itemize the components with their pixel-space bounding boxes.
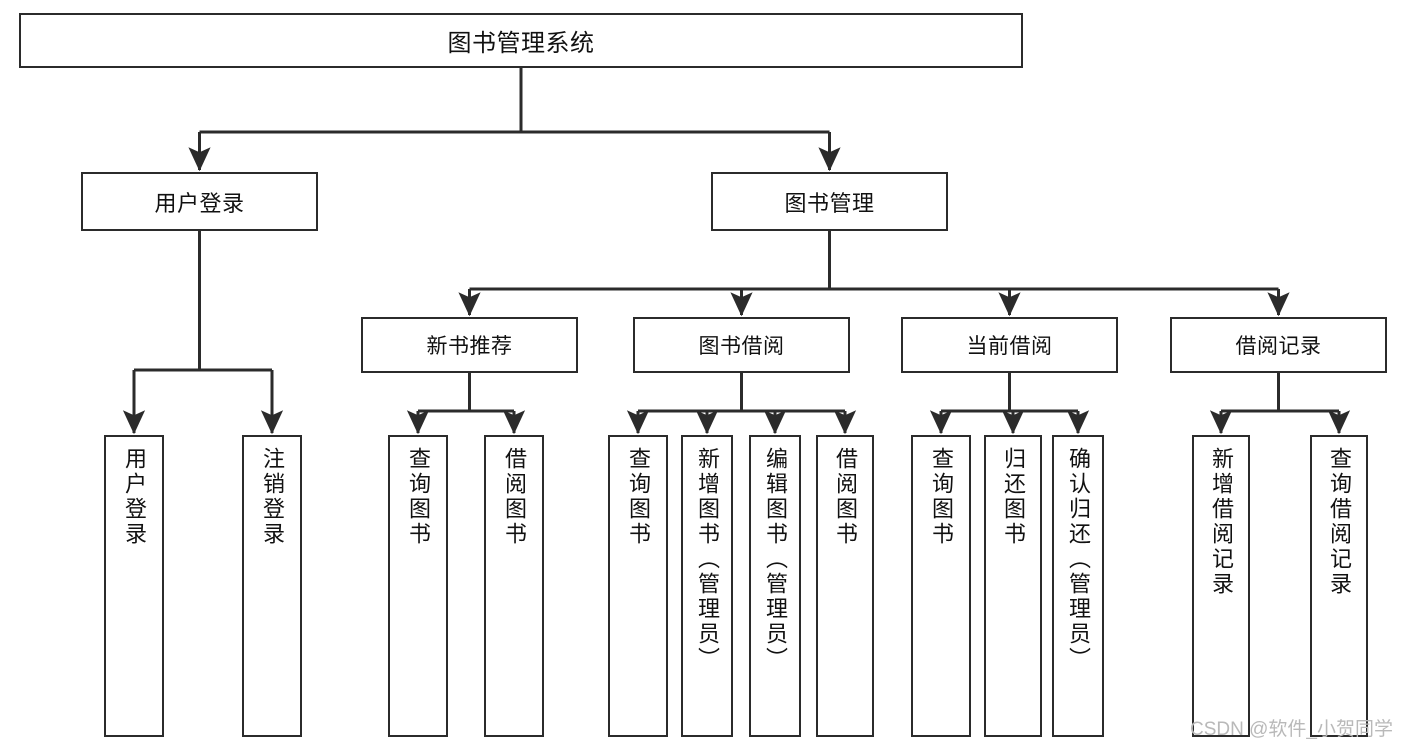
node-leaf-query-book-1[interactable]: 查询图书 xyxy=(388,435,448,737)
node-label: 新增图书（管理员） xyxy=(695,447,720,672)
node-label: 注销登录 xyxy=(260,447,285,547)
node-leaf-borrow-book-2[interactable]: 借阅图书 xyxy=(816,435,874,737)
node-leaf-confirm-return[interactable]: 确认归还（管理员） xyxy=(1052,435,1104,737)
node-current-borrow[interactable]: 当前借阅 xyxy=(901,317,1118,373)
node-label: 图书管理系统 xyxy=(447,30,595,57)
node-label: 查询图书 xyxy=(406,447,431,547)
node-book-borrow[interactable]: 图书借阅 xyxy=(633,317,850,373)
node-label: 图书管理 xyxy=(784,190,875,216)
node-leaf-add-record[interactable]: 新增借阅记录 xyxy=(1192,435,1250,737)
node-label: 查询图书 xyxy=(929,447,954,547)
node-borrow-record[interactable]: 借阅记录 xyxy=(1170,317,1387,373)
node-label: 图书借阅 xyxy=(698,335,785,358)
node-leaf-add-book[interactable]: 新增图书（管理员） xyxy=(681,435,733,737)
node-leaf-query-book-3[interactable]: 查询图书 xyxy=(911,435,971,737)
node-label: 借阅图书 xyxy=(502,447,527,547)
node-leaf-query-record[interactable]: 查询借阅记录 xyxy=(1310,435,1368,737)
node-root[interactable]: 图书管理系统 xyxy=(19,13,1023,68)
node-label: 新增借阅记录 xyxy=(1209,447,1234,597)
node-book-manage[interactable]: 图书管理 xyxy=(711,172,948,231)
node-label: 新书推荐 xyxy=(426,335,513,358)
edge-layer xyxy=(122,68,1351,435)
node-label: 借阅记录 xyxy=(1235,335,1322,358)
node-label: 用户登录 xyxy=(122,447,147,547)
node-leaf-borrow-book-1[interactable]: 借阅图书 xyxy=(484,435,544,737)
node-leaf-user-login[interactable]: 用户登录 xyxy=(104,435,164,737)
node-leaf-edit-book[interactable]: 编辑图书（管理员） xyxy=(749,435,801,737)
node-label: 当前借阅 xyxy=(966,335,1053,358)
node-leaf-query-book-2[interactable]: 查询图书 xyxy=(608,435,668,737)
node-label: 查询图书 xyxy=(626,447,651,547)
node-new-book-recommend[interactable]: 新书推荐 xyxy=(361,317,578,373)
node-label: 借阅图书 xyxy=(833,447,858,547)
node-leaf-user-logout[interactable]: 注销登录 xyxy=(242,435,302,737)
node-label: 用户登录 xyxy=(154,190,245,216)
node-label: 编辑图书（管理员） xyxy=(763,447,788,672)
node-label: 归还图书 xyxy=(1001,447,1026,547)
watermark-text: CSDN @软件_小贺同学 xyxy=(1190,719,1393,740)
node-label: 确认归还（管理员） xyxy=(1066,447,1091,672)
node-label: 查询借阅记录 xyxy=(1327,447,1352,597)
node-user-login[interactable]: 用户登录 xyxy=(81,172,318,231)
node-leaf-return-book[interactable]: 归还图书 xyxy=(984,435,1042,737)
